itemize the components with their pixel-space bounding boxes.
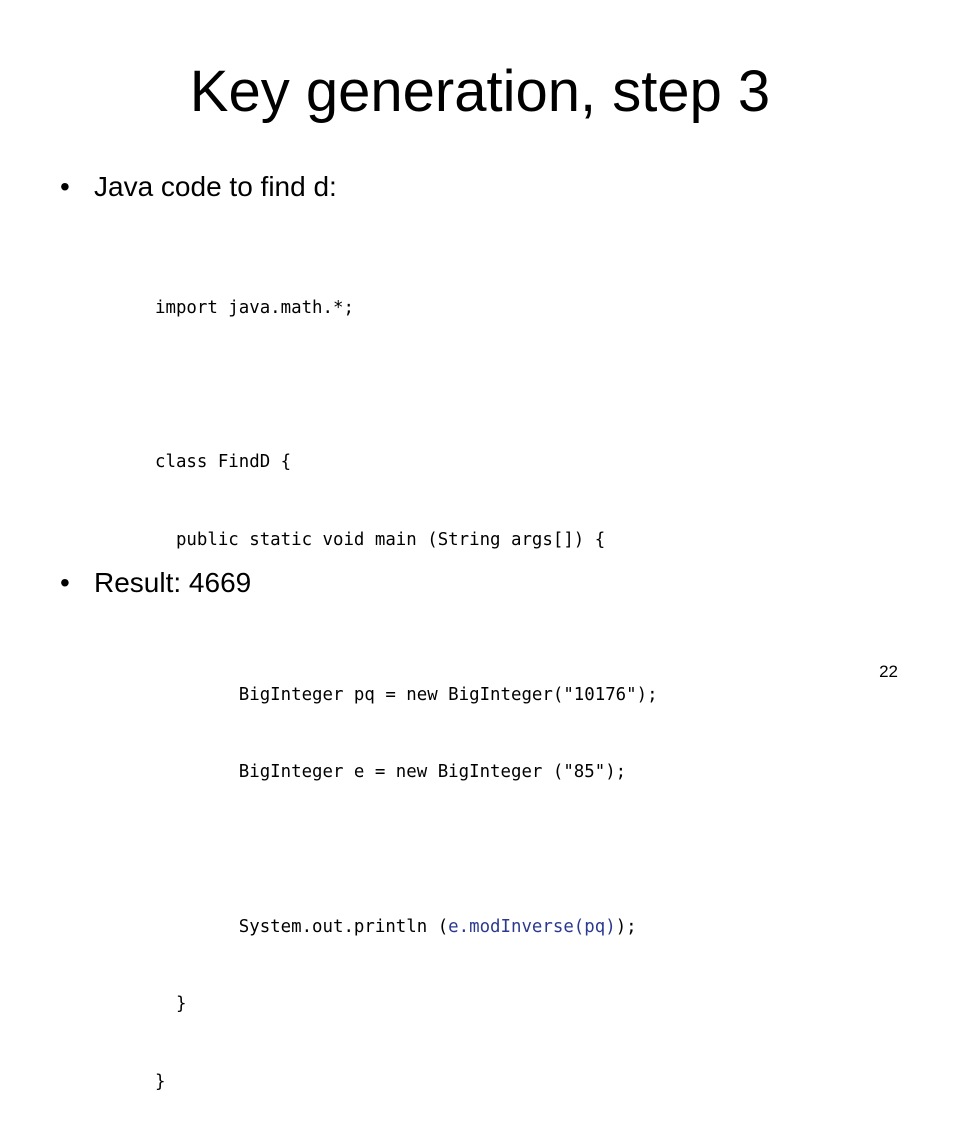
code-line: public static void main (String args[]) …	[155, 529, 606, 550]
bullet-marker: •	[60, 567, 70, 598]
code-line: }	[155, 994, 187, 1015]
bullet-text: Result: 4669	[94, 567, 252, 598]
code-line	[155, 837, 658, 863]
code-line: import java.math.*;	[155, 297, 354, 318]
code-line	[155, 373, 658, 399]
code-block: import java.math.*; class FindD { public…	[155, 244, 658, 1147]
bullet-marker: •	[60, 171, 70, 202]
code-line: BigInteger e = new BigInteger ("85");	[155, 761, 627, 782]
code-line: }	[155, 1071, 166, 1092]
println-prefix: System.out.println (	[155, 916, 449, 937]
code-line	[155, 605, 658, 631]
println-suffix: );	[615, 916, 637, 937]
code-line: BigInteger pq = new BigInteger("10176");	[155, 684, 658, 705]
page-number: 22	[879, 662, 898, 681]
slide: Key generation, step 3 • Java code to fin…	[60, 59, 898, 1092]
bullet-result: • Result: 4669	[60, 566, 251, 600]
mod-inverse-call: e.modInverse(pq)	[448, 916, 616, 937]
code-line: class FindD {	[155, 452, 292, 473]
bullet-text: Java code to find d:	[94, 171, 337, 202]
slide-title: Key generation, step 3	[189, 59, 771, 124]
bullet-java-code: • Java code to find d:	[60, 170, 337, 204]
code-line-println: System.out.println (e.modInverse(pq));	[155, 915, 658, 941]
